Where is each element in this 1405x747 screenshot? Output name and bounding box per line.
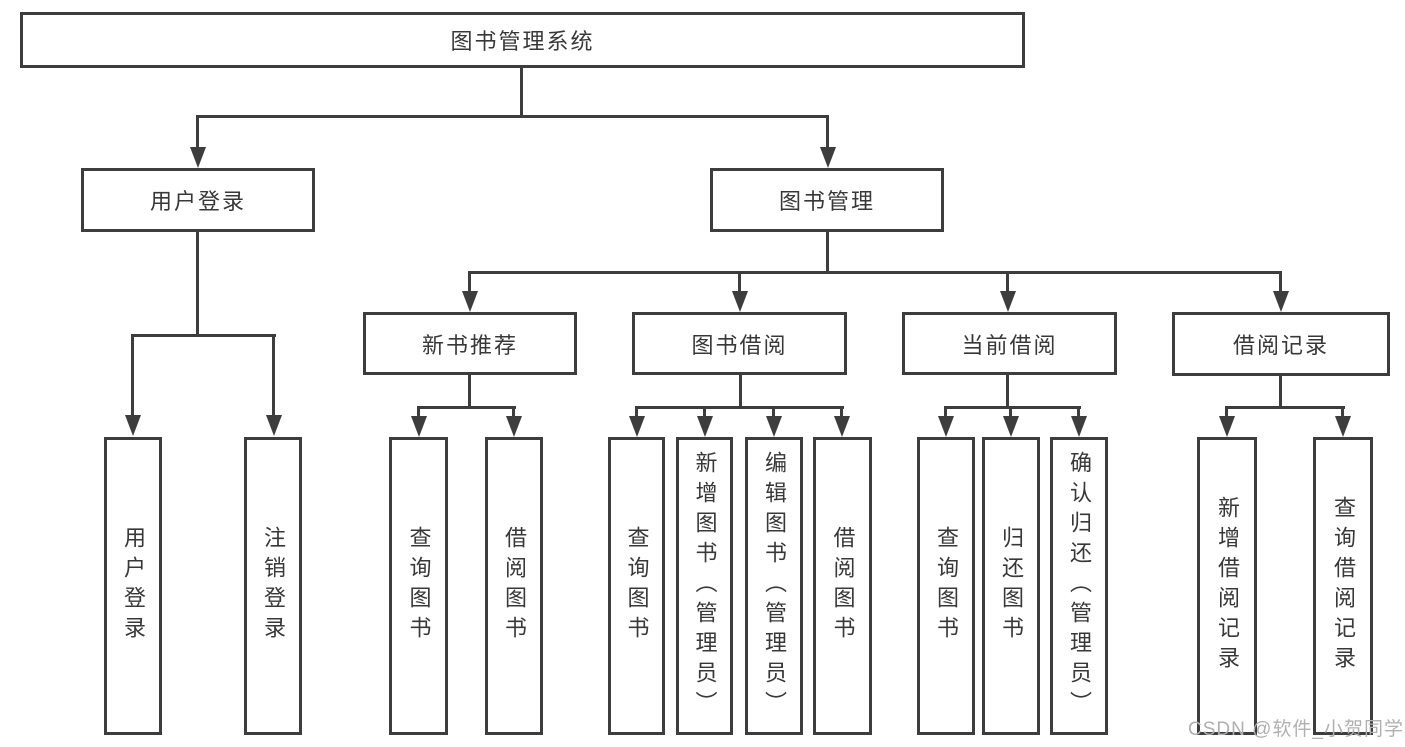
connector-line-v (417, 406, 420, 418)
arrow-down-icon (766, 416, 782, 437)
node-label: 用户登录 (121, 526, 146, 646)
connector-line-v (635, 406, 638, 418)
node-label: 图书管理 (778, 189, 875, 214)
node-label: 当前借阅 (961, 332, 1058, 358)
arrow-down-icon (1273, 291, 1289, 312)
node-label: 确认归还（管理员） (1067, 451, 1092, 721)
node-label: 新增借阅记录 (1215, 496, 1240, 676)
arrow-down-icon (462, 291, 478, 312)
arrow-down-icon (1000, 291, 1016, 312)
connector-line-v (1279, 376, 1282, 409)
node-label: 借阅图书 (502, 526, 527, 646)
connector-line-v (272, 334, 275, 416)
leaf-return-books: 归还图书 (982, 437, 1040, 735)
node-label: 归还图书 (999, 526, 1024, 646)
connector-line-v (1279, 271, 1282, 293)
node-book-borrowing: 图书借阅 (632, 312, 847, 375)
arrow-down-icon (697, 416, 713, 437)
connector-line-h (131, 334, 276, 337)
node-label: 用户登录 (149, 189, 246, 214)
leaf-query-books-recommend: 查询图书 (389, 437, 448, 735)
connector-line-v (1341, 406, 1344, 418)
node-label: 图书管理系统 (450, 29, 595, 54)
connector-line-v (1006, 271, 1009, 293)
arrow-down-icon (1219, 416, 1235, 437)
arrow-down-icon (1071, 416, 1087, 437)
node-label: 新增图书（管理员） (692, 451, 718, 721)
node-label: 查询图书 (406, 526, 432, 646)
connector-line-v (1225, 406, 1228, 418)
arrow-down-icon (820, 147, 836, 168)
arrow-down-icon (506, 416, 522, 437)
arrow-down-icon (938, 416, 954, 437)
connector-line-h (196, 115, 829, 118)
connector-line-v (468, 375, 471, 409)
leaf-query-books-current: 查询图书 (917, 437, 975, 735)
node-label: 查询图书 (624, 526, 650, 646)
arrow-down-icon (1335, 416, 1351, 437)
connector-line-v (468, 271, 471, 293)
connector-line-h (468, 271, 1282, 274)
leaf-add-borrow-record: 新增借阅记录 (1197, 437, 1257, 735)
node-book-management: 图书管理 (710, 168, 944, 232)
leaf-edit-books-admin: 编辑图书（管理员） (745, 437, 803, 735)
leaf-user-login: 用户登录 (104, 437, 162, 735)
connector-line-h (635, 406, 844, 409)
leaf-borrow-books-recommend: 借阅图书 (485, 437, 543, 735)
node-label: 查询图书 (934, 526, 959, 646)
node-borrowing-records: 借阅记录 (1172, 312, 1390, 376)
arrow-down-icon (411, 416, 427, 437)
connector-line-h (417, 406, 516, 409)
arrow-down-icon (629, 416, 645, 437)
leaf-add-books-admin: 新增图书（管理员） (676, 437, 733, 735)
connector-line-v (826, 232, 829, 273)
node-label: 借阅记录 (1232, 333, 1329, 358)
connector-line-v (738, 271, 741, 293)
connector-line-v (520, 68, 523, 116)
connector-line-v (1006, 375, 1009, 409)
leaf-query-books-borrowing: 查询图书 (608, 437, 665, 735)
connector-line-v (131, 334, 134, 416)
connector-line-v (1077, 406, 1080, 418)
arrow-down-icon (732, 291, 748, 312)
node-new-book-recommend: 新书推荐 (363, 312, 577, 375)
arrow-down-icon (1003, 416, 1019, 437)
arrow-down-icon (125, 415, 141, 436)
node-label: 图书借阅 (691, 332, 788, 358)
node-user-login: 用户登录 (81, 168, 315, 232)
connector-line-v (840, 406, 843, 418)
leaf-query-borrow-record: 查询借阅记录 (1313, 437, 1373, 735)
connector-line-v (703, 406, 706, 418)
node-label: 注销登录 (261, 526, 286, 646)
node-label: 编辑图书（管理员） (762, 451, 787, 721)
arrow-down-icon (190, 147, 206, 168)
leaf-borrow-books: 借阅图书 (813, 437, 872, 735)
connector-line-v (772, 406, 775, 418)
arrow-down-icon (834, 416, 850, 437)
connector-line-v (1009, 406, 1012, 418)
connector-line-h (1225, 406, 1345, 409)
node-label: 新书推荐 (421, 332, 518, 358)
node-label: 查询借阅记录 (1331, 496, 1356, 676)
leaf-confirm-return-admin: 确认归还（管理员） (1050, 437, 1108, 735)
node-label: 借阅图书 (830, 526, 856, 646)
arrow-down-icon (266, 415, 282, 436)
connector-line-v (196, 232, 199, 336)
connector-line-v (196, 115, 199, 148)
connector-line-v (826, 115, 829, 148)
leaf-logout: 注销登录 (244, 437, 302, 735)
node-current-borrowing: 当前借阅 (902, 312, 1117, 375)
connector-line-h (944, 406, 1081, 409)
connector-line-v (739, 375, 742, 409)
csdn-watermark: CSDN @软件_小贺同学 (1188, 719, 1404, 740)
connector-line-v (512, 406, 515, 418)
connector-line-v (944, 406, 947, 418)
node-library-management-system: 图书管理系统 (20, 12, 1025, 68)
